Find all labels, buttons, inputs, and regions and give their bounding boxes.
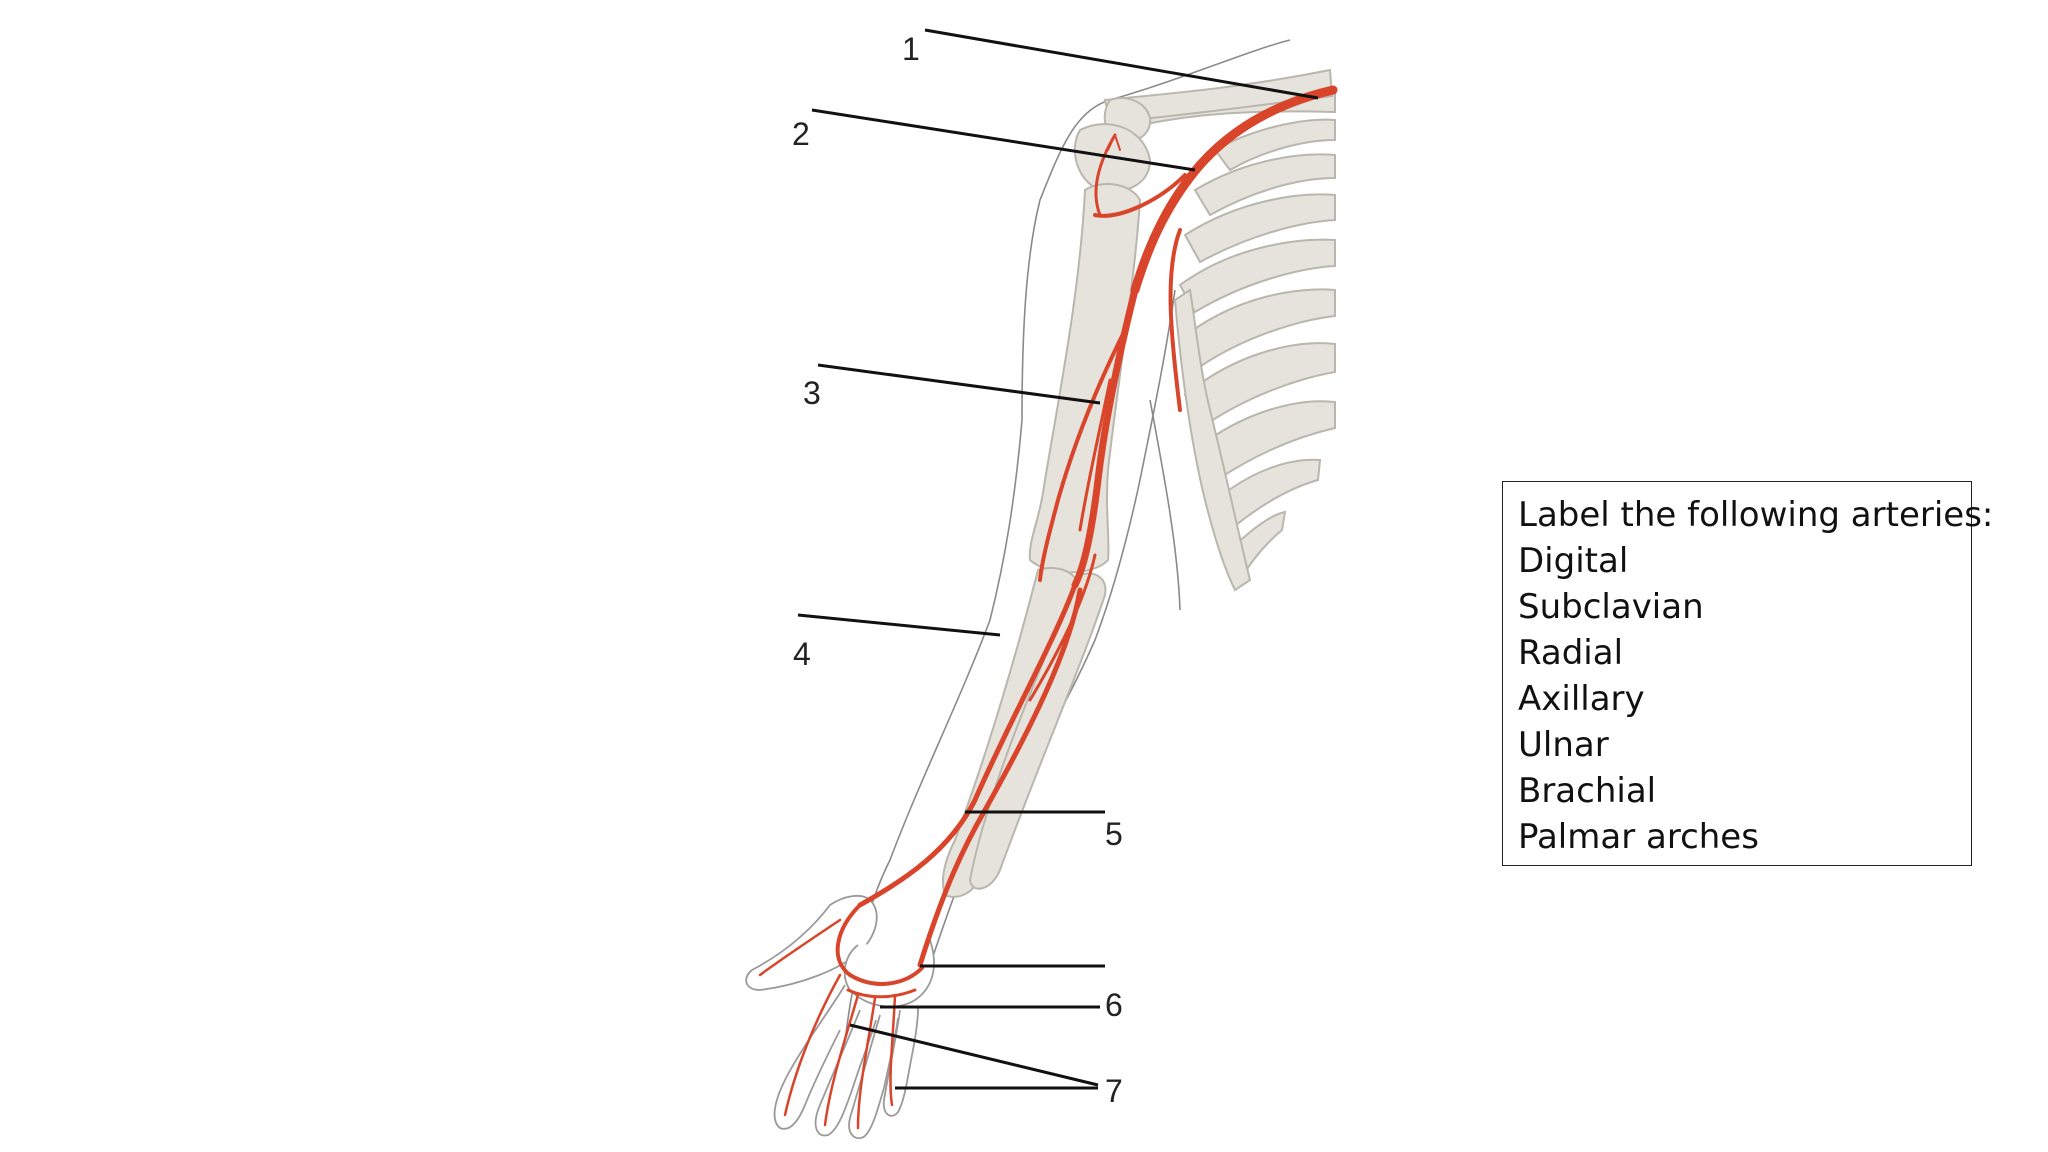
label-2: 2 bbox=[792, 116, 810, 152]
label-7: 7 bbox=[1105, 1073, 1123, 1109]
artery-list-item: Ulnar bbox=[1518, 725, 1609, 765]
label-3: 3 bbox=[803, 375, 821, 411]
label-1: 1 bbox=[902, 31, 920, 67]
leader-line-2 bbox=[811, 108, 1196, 172]
instruction-heading: Label the following arteries: bbox=[1518, 495, 1994, 535]
artery-list-item: Brachial bbox=[1518, 771, 1657, 811]
label-5: 5 bbox=[1105, 816, 1123, 852]
label-4: 4 bbox=[793, 636, 811, 672]
humerus bbox=[1028, 183, 1142, 574]
leader-line-1 bbox=[924, 28, 1319, 100]
artery-list-item: Radial bbox=[1518, 633, 1624, 673]
instruction-box: Label the following arteries: Digital Su… bbox=[1502, 481, 1994, 866]
artery-list-item: Axillary bbox=[1518, 679, 1645, 719]
arteries bbox=[758, 85, 1338, 1130]
leader-line-4 bbox=[797, 613, 1001, 637]
label-6: 6 bbox=[1105, 987, 1123, 1023]
leader-lines bbox=[797, 28, 1319, 1090]
number-labels: 1 2 3 4 5 6 7 bbox=[792, 31, 1123, 1109]
artery-list-item: Digital bbox=[1518, 541, 1629, 581]
leader-line-3 bbox=[817, 363, 1101, 405]
artery-list-item: Subclavian bbox=[1518, 587, 1704, 627]
leader-line-7a bbox=[849, 1023, 1099, 1087]
artery-list-item: Palmar arches bbox=[1518, 817, 1759, 857]
